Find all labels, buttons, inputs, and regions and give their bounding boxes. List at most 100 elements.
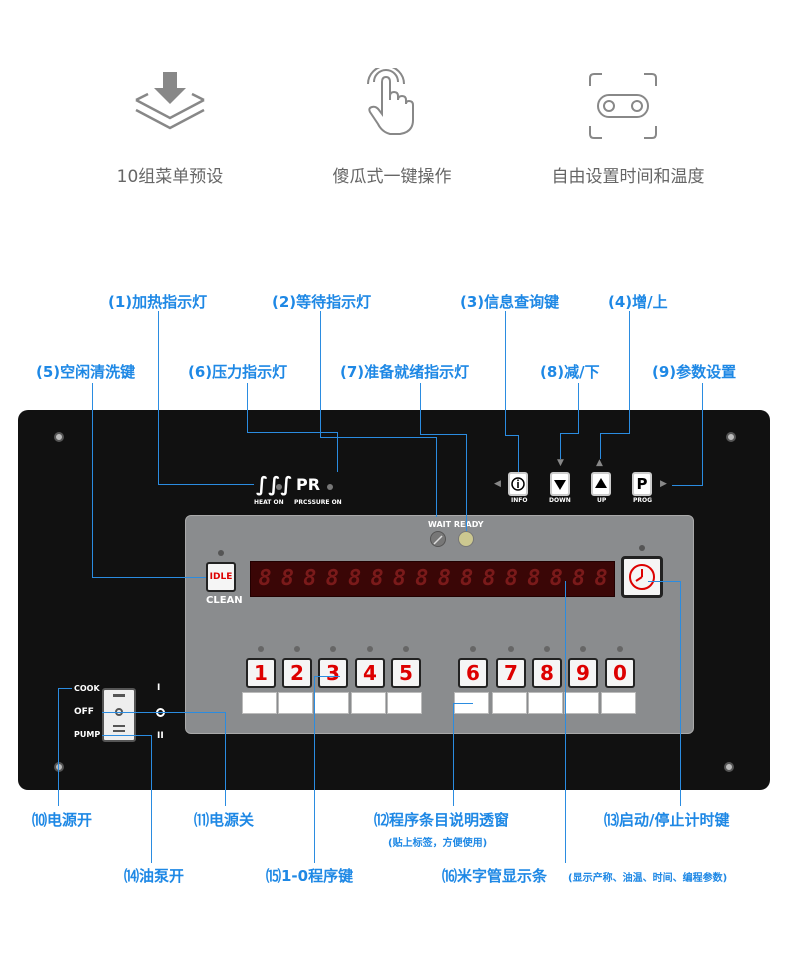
touch-hand-icon — [367, 65, 414, 135]
callout-wait-indicator: (2)等待指示灯 — [272, 293, 372, 311]
callout-heat-indicator: (1)加热指示灯 — [108, 293, 208, 311]
wait-indicator-icon — [430, 531, 446, 547]
switch-pump-mark — [113, 725, 125, 732]
callout-prog-key: (9)参数设置 — [652, 363, 737, 381]
display-segment: 8 — [303, 566, 317, 591]
switch-ii-label: II — [157, 731, 164, 741]
program-key-led — [330, 646, 336, 652]
program-key-6[interactable]: 6 — [458, 658, 488, 688]
feature-icon-toggle — [588, 72, 658, 140]
feature-icon-layers — [130, 70, 210, 140]
ready-indicator-led — [458, 531, 474, 547]
display-segment: 8 — [527, 566, 541, 591]
callout-pump-on: ⒁油泵开 — [124, 867, 185, 885]
pressure-label-pr: PR — [296, 475, 321, 494]
left-arrow-icon: ◀ — [494, 479, 501, 489]
program-key-7[interactable]: 7 — [496, 658, 526, 688]
pump-label: PUMP — [74, 730, 101, 739]
program-key-9[interactable]: 9 — [568, 658, 598, 688]
program-key-3[interactable]: 3 — [318, 658, 348, 688]
display-segment: 8 — [280, 566, 295, 591]
display-segment: 8 — [459, 566, 474, 591]
heat-on-icon: ∫∫∫ — [256, 472, 293, 496]
program-key-led — [617, 646, 623, 652]
program-key-led — [508, 646, 514, 652]
pressure-on-led — [327, 484, 333, 490]
program-key-8[interactable]: 8 — [532, 658, 562, 688]
switch-i-label: I — [157, 683, 161, 693]
display-segment: 8 — [482, 566, 496, 591]
program-label-window — [564, 692, 599, 714]
pressure-on-label: PRCSSURE ON — [294, 499, 342, 506]
program-key-led — [367, 646, 373, 652]
display-segment: 8 — [594, 566, 608, 591]
program-label-window — [601, 692, 636, 714]
program-key-4[interactable]: 4 — [355, 658, 385, 688]
display-segment: 8 — [549, 566, 563, 591]
feature-label-one-touch: 傻瓜式一键操作 — [332, 167, 452, 187]
program-key-led — [294, 646, 300, 652]
heat-on-led — [276, 484, 282, 490]
info-label: INFO — [511, 497, 528, 504]
clean-label: CLEAN — [206, 595, 243, 606]
down-button[interactable] — [550, 472, 570, 496]
display-segment: 8 — [392, 566, 407, 591]
program-label-window — [387, 692, 422, 714]
switch-cook-mark — [113, 694, 125, 697]
callout-pressure-indicator: (6)压力指示灯 — [188, 363, 288, 381]
right-arrow-icon: ▶ — [660, 479, 667, 489]
screw — [54, 762, 64, 772]
up-button[interactable] — [591, 472, 611, 496]
callout-info-key: (3)信息查询键 — [460, 293, 560, 311]
wait-ready-label: WAIT READY — [428, 520, 484, 529]
display-segment: 8 — [437, 566, 451, 591]
feature-label-settings: 自由设置时间和温度 — [551, 167, 705, 187]
idle-clean-button[interactable]: IDLE — [206, 562, 236, 592]
idle-led — [218, 550, 224, 556]
up-arrow-icon — [595, 478, 607, 488]
program-key-led — [403, 646, 409, 652]
program-key-led — [544, 646, 550, 652]
prog-label: PROG — [633, 497, 653, 504]
display-segment: 8 — [415, 566, 429, 591]
down-marker-icon: ▼ — [557, 458, 564, 468]
program-key-0[interactable]: 0 — [605, 658, 635, 688]
program-key-5[interactable]: 5 — [391, 658, 421, 688]
program-key-led — [580, 646, 586, 652]
program-label-window — [351, 692, 386, 714]
screw — [726, 432, 736, 442]
layers-download-icon — [135, 72, 205, 130]
screw — [724, 762, 734, 772]
down-label: DOWN — [549, 497, 571, 504]
display-segment: 8 — [325, 566, 339, 591]
up-marker-icon: ▲ — [596, 458, 603, 468]
info-button[interactable] — [508, 472, 528, 496]
callout-idle-clean: (5)空闲清洗键 — [36, 363, 136, 381]
program-label-window — [314, 692, 349, 714]
up-label: UP — [597, 497, 607, 504]
down-arrow-icon — [554, 480, 566, 490]
clock-icon — [629, 564, 655, 590]
callout-label-window-sub: (贴上标签，方便使用) — [388, 838, 488, 849]
callout-power-on: ⑽电源开 — [32, 811, 93, 829]
program-key-led — [470, 646, 476, 652]
callout-program-keys: ⒂1-0程序键 — [266, 867, 354, 885]
program-key-2[interactable]: 2 — [282, 658, 312, 688]
callout-timer-key: ⒀启动/停止计时键 — [604, 811, 730, 829]
idle-label: IDLE — [209, 572, 233, 582]
program-label-window — [278, 692, 313, 714]
start-stop-timer-button[interactable] — [621, 556, 663, 598]
display-segment: 8 — [370, 566, 384, 591]
callout-up-key: (4)增/上 — [608, 293, 668, 311]
program-key-led — [258, 646, 264, 652]
display-segment: 8 — [571, 566, 586, 591]
program-key-1[interactable]: 1 — [246, 658, 276, 688]
timer-led — [639, 545, 645, 551]
feature-label-presets: 10组菜单预设 — [116, 167, 224, 187]
callout-power-off: ⑾电源关 — [194, 811, 255, 829]
prog-button[interactable]: P — [632, 472, 652, 496]
callout-segment-display-sub: (显示产称、油温、时间、编程参数) — [568, 873, 728, 884]
callout-down-key: (8)减/下 — [540, 363, 600, 381]
callout-ready-indicator: (7)准备就绪指示灯 — [340, 363, 470, 381]
callout-segment-display: ⒃米字管显示条 — [442, 867, 548, 885]
